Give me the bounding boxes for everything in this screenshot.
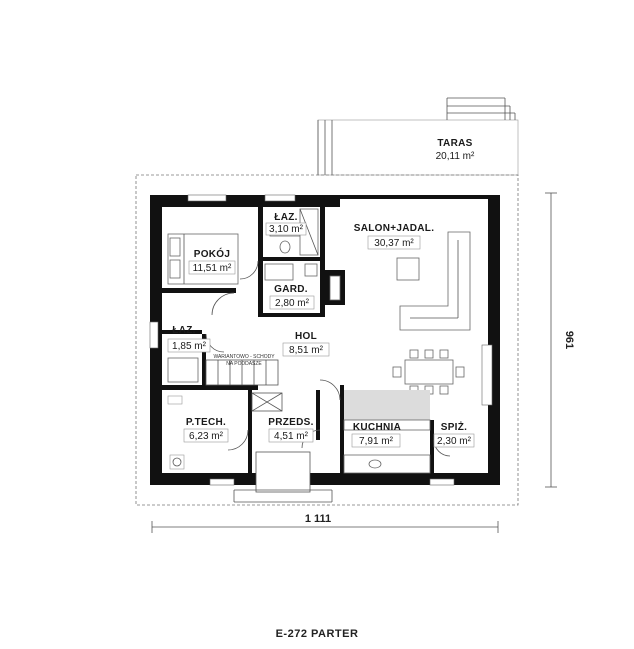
tech-room-equipment: [167, 395, 185, 470]
room-labels: TARAS 20,11 m² ŁAZ. 3,10 m² POKÓJ 11,51 …: [167, 138, 475, 448]
plan-caption: E-272 PARTER: [276, 628, 359, 640]
dimension-depth-label: 961: [563, 331, 575, 349]
door-swings: [205, 260, 451, 457]
stairs-note-2: NA PODDASZE: [226, 361, 262, 367]
fireplace: [329, 275, 341, 301]
area-hol: 8,51 m²: [289, 345, 324, 356]
kitchen-units: [343, 390, 431, 474]
area-gard: 2,80 m²: [275, 298, 310, 309]
label-salon: SALON+JADAL.: [354, 223, 435, 234]
area-przeds: 4,51 m²: [274, 431, 309, 442]
label-przeds: PRZEDS.: [268, 417, 313, 428]
area-taras: 20,11 m²: [436, 151, 475, 162]
hall-wardrobe: [251, 392, 283, 412]
roof-outline: [135, 174, 519, 506]
label-hol: HOL: [295, 331, 317, 342]
label-lazienka: ŁAZ.: [274, 212, 297, 223]
label-kuchnia: KUCHNIA: [353, 422, 401, 433]
label-ptech: P.TECH.: [186, 417, 226, 428]
dining-table: [392, 349, 465, 395]
dimension-width-label: 1 111: [305, 513, 331, 525]
terrace: [317, 97, 519, 176]
label-laz2: ŁAZ.: [172, 325, 195, 336]
area-ptech: 6,23 m²: [189, 431, 224, 442]
label-gard: GARD.: [274, 284, 308, 295]
stairs-note-1: WARIANTOWO - SCHODY: [213, 354, 275, 360]
area-laz2: 1,85 m²: [172, 341, 207, 352]
dimension-depth: 961: [545, 192, 575, 488]
terrace-steps: [446, 97, 516, 120]
bed: [167, 233, 239, 285]
label-pokoj: POKÓJ: [194, 247, 231, 260]
area-pokoj: 11,51 m²: [193, 263, 232, 274]
label-spiz: SPIŻ.: [441, 420, 468, 433]
stairs: [167, 357, 279, 386]
area-spiz: 2,30 m²: [437, 436, 472, 447]
label-taras: TARAS: [437, 138, 472, 149]
area-lazienka: 3,10 m²: [269, 224, 304, 235]
area-kuchnia: 7,91 m²: [359, 436, 394, 447]
living-furniture: [396, 231, 471, 331]
area-salon: 30,37 m²: [374, 238, 414, 249]
dimension-width: 1 111: [151, 513, 499, 533]
windows: [149, 194, 493, 486]
entry-porch: [233, 451, 333, 503]
